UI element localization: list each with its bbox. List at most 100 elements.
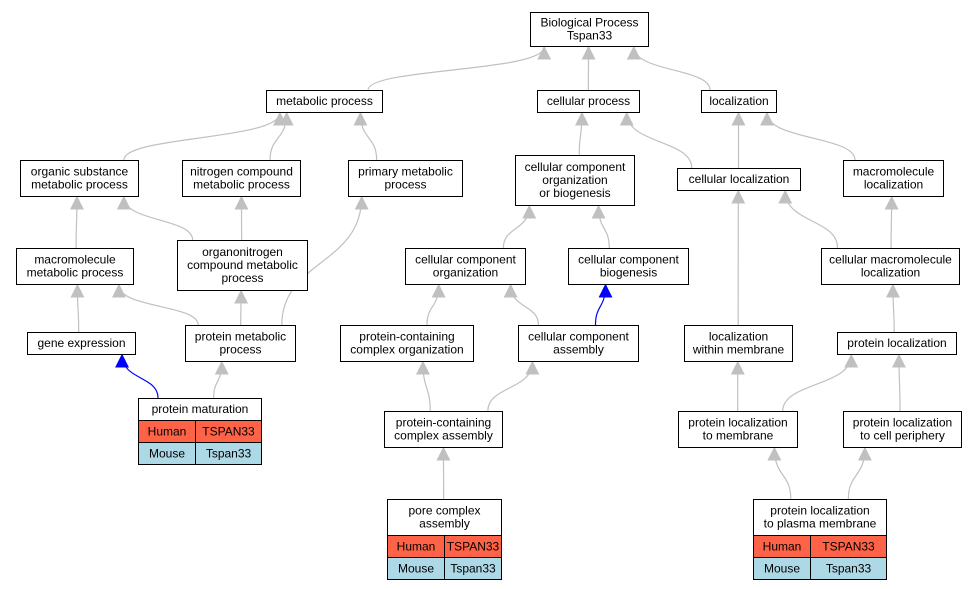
edge-pcco-to-cco [426, 283, 446, 326]
node-loc[interactable]: localization [701, 90, 777, 113]
edge-loc-to-bp [626, 45, 711, 91]
node-label: localization [709, 330, 768, 344]
node-label: localization [861, 266, 920, 280]
node-box [701, 90, 777, 113]
node-label: protein-containing [396, 416, 491, 430]
edges [69, 45, 906, 500]
node-label: cellular localization [689, 172, 790, 186]
edge-pltpm-to-pltcp [847, 446, 872, 500]
edge-pltm-to-pl [782, 353, 859, 412]
node-box [843, 160, 944, 197]
gene-label: TSPAN33 [447, 540, 500, 554]
node-label: protein-containing [359, 330, 454, 344]
gene-label: Tspan33 [826, 562, 872, 576]
edge-pl-to-cml [885, 283, 900, 333]
annotation-row-mouse: Mouse Tspan33 [753, 557, 887, 580]
node-box [518, 325, 639, 362]
node-box [677, 168, 801, 191]
node-box [16, 248, 134, 285]
node-label: protein metabolic [195, 330, 286, 344]
node-label: organic substance [31, 165, 129, 179]
gene-label: Tspan33 [450, 562, 496, 576]
node-meta[interactable]: metabolic process [266, 90, 383, 113]
node-label: cellular component [525, 160, 626, 174]
node-label: metabolic process [27, 266, 124, 280]
edge-pmp-to-meta [353, 111, 378, 161]
edge-mmp-to-osm [69, 195, 84, 249]
node-label: cellular component [528, 330, 629, 344]
node-label: to plasma membrane [764, 517, 877, 531]
edge-pm-to-ge [115, 353, 159, 399]
node-box [843, 411, 962, 448]
node-cloc[interactable]: cellular localization [677, 168, 801, 191]
node-label: organization [542, 173, 607, 187]
node-box [837, 332, 957, 355]
species-label: Human [148, 425, 187, 439]
edge-pcca-to-cca [487, 360, 540, 412]
gene-label: TSPAN33 [202, 425, 255, 439]
node-box [568, 248, 689, 285]
edge-ge-to-mmp [70, 283, 85, 333]
edge-ccob-to-cell [574, 111, 589, 156]
node-cell[interactable]: cellular process [537, 90, 640, 113]
node-label: localization [709, 94, 768, 108]
node-label: metabolic process [276, 94, 373, 108]
node-label: macromolecule [853, 165, 935, 179]
node-box [340, 325, 474, 362]
node-label: complex organization [350, 343, 463, 357]
node-label: cellular macromolecule [829, 253, 952, 267]
species-label: Human [397, 540, 436, 554]
edge-prmp-to-pmp [281, 195, 369, 326]
node-label: primary metabolic [358, 165, 453, 179]
edge-cca-to-cco [503, 283, 540, 326]
node-label: cellular component [578, 253, 679, 267]
node-box [537, 90, 640, 113]
node-label: protein localization [847, 336, 946, 350]
node-label: macromolecule [34, 253, 116, 267]
node-label: Biological Process [540, 16, 638, 30]
node-ge[interactable]: gene expression [27, 332, 136, 355]
node-box [515, 155, 635, 206]
annotation-row-human: Human TSPAN33 [138, 420, 262, 443]
node-box [177, 240, 308, 291]
node-label: process [384, 178, 426, 192]
node-label: organization [433, 266, 498, 280]
node-box [678, 411, 798, 448]
node-label: to membrane [703, 429, 774, 443]
node-box [684, 325, 793, 362]
node-pl[interactable]: protein localization [837, 332, 957, 355]
gene-label: TSPAN33 [822, 540, 875, 554]
edge-pltpm-to-pltm [767, 446, 792, 500]
species-label: Mouse [764, 562, 800, 576]
node-box [20, 160, 139, 197]
node-box [266, 90, 383, 113]
node-label: localization [864, 178, 923, 192]
node-label: pore complex [408, 504, 480, 518]
edge-cloc-to-cell [619, 111, 693, 169]
